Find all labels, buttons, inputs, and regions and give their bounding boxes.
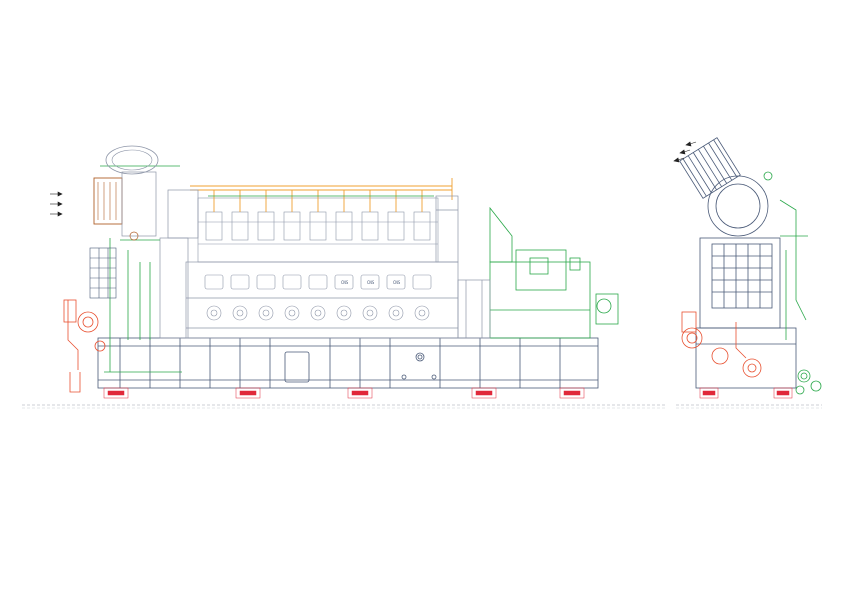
block-labels: CNS CNS CNS — [341, 280, 401, 285]
end-housing — [695, 237, 797, 389]
front-pumps — [63, 299, 106, 393]
resilient-supports — [103, 387, 585, 399]
support-1 — [103, 387, 129, 399]
exhaust-outlet — [679, 137, 769, 237]
charge-air-cooler — [89, 247, 117, 299]
support-5 — [559, 387, 585, 399]
base-frame — [97, 337, 599, 389]
exhaust-manifold — [167, 189, 459, 263]
crankcase-doors — [204, 274, 432, 321]
support-2 — [235, 387, 261, 399]
coupling — [457, 279, 491, 339]
end-elevation-view — [673, 137, 822, 399]
end-supports — [699, 387, 793, 399]
support-3 — [347, 387, 373, 399]
block-label-1: CNS — [341, 280, 349, 285]
support-4 — [471, 387, 497, 399]
end-green-piping — [763, 171, 822, 395]
block-label-3: CNS — [393, 280, 401, 285]
side-elevation-view: CNS CNS CNS — [50, 145, 619, 399]
side-green-piping — [100, 165, 434, 373]
end-orange-pumps — [681, 311, 762, 378]
end-support-1 — [699, 387, 719, 399]
intake-arrows — [50, 191, 63, 217]
block-label-2: CNS — [367, 280, 375, 285]
generator — [489, 206, 619, 339]
top-orange-piping — [190, 178, 453, 212]
end-support-2 — [773, 387, 793, 399]
turbocharger — [93, 145, 159, 241]
exhaust-arrows — [673, 141, 697, 163]
